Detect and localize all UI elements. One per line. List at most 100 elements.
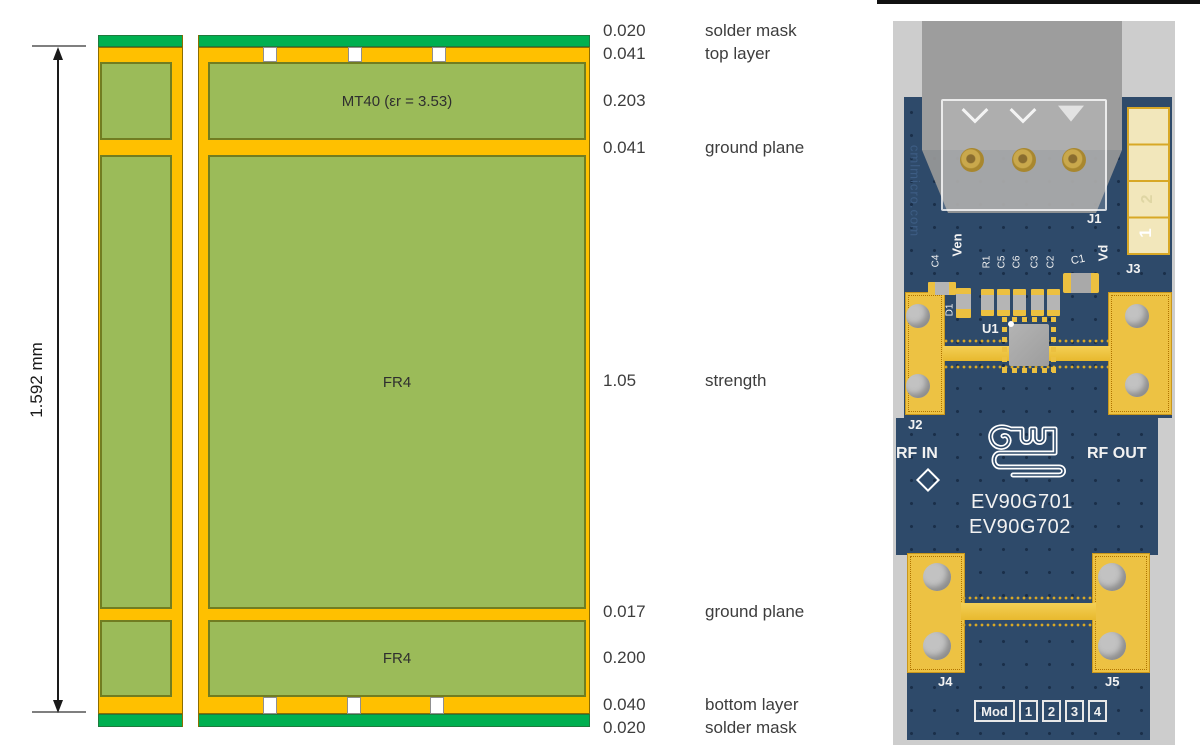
top-copper-gap — [348, 47, 362, 62]
mt40-block: MT40 (εr = 3.53) — [208, 62, 586, 140]
mod-number-box: 4 — [1088, 700, 1107, 722]
rf-in-label: RF IN — [896, 445, 938, 462]
j4-label: J4 — [938, 674, 953, 689]
layer-name: ground plane — [705, 602, 805, 621]
dimension-arrowhead-down — [53, 700, 63, 713]
top-rule — [877, 0, 1200, 4]
c3-label: C3 — [1029, 255, 1041, 269]
mounting-hole — [1098, 563, 1126, 591]
layer-name: ground plane — [705, 138, 805, 157]
mod-number-box: 1 — [1019, 700, 1038, 722]
c4-label: C4 — [930, 254, 942, 268]
mod-legend: Mod 1 2 3 4 — [974, 700, 1107, 722]
chip-pads-right — [1051, 317, 1056, 373]
layer-thickness: 0.040 — [603, 695, 646, 714]
mod-number: 1 — [1024, 703, 1033, 719]
board-photo: cmlmicro.com C4 D1 R1 C5 C6 C3 C2 C — [893, 21, 1175, 745]
mod-number: 2 — [1047, 703, 1056, 719]
pin2-number: 2 — [1139, 194, 1156, 204]
top-copper-gap — [432, 47, 446, 62]
capacitor-c5 — [997, 289, 1010, 316]
pin1-dot — [1008, 321, 1014, 327]
dimension-arrowhead-up — [53, 47, 63, 60]
layer-thickness: 0.017 — [603, 602, 646, 621]
mounting-hole — [1125, 304, 1149, 328]
layer-name: bottom layer — [705, 695, 799, 714]
fr4-bottom-block-left — [100, 620, 172, 697]
mounting-hole — [1125, 373, 1149, 397]
layer-thickness: 0.203 — [603, 91, 646, 110]
header-pads-j3 — [1127, 107, 1170, 255]
mod-number: 4 — [1093, 703, 1102, 719]
via-channel — [182, 35, 199, 727]
stackup-diagram: MT40 (εr = 3.53) FR4 FR4 — [98, 35, 590, 727]
j5-label: J5 — [1105, 674, 1120, 689]
r1-label: R1 — [981, 255, 993, 269]
bottom-copper-gap — [263, 697, 277, 714]
layer-name: top layer — [705, 44, 771, 63]
diode-d1 — [956, 288, 971, 318]
cml-logo-icon — [988, 424, 1066, 478]
capacitor-c1 — [1063, 273, 1099, 293]
layer-thickness: 0.020 — [603, 718, 646, 737]
connector-body — [922, 21, 1122, 150]
solder-mask-bottom-layer — [98, 714, 590, 727]
mod-number: 3 — [1070, 703, 1079, 719]
chip-u1 — [1002, 317, 1056, 373]
layer-name: solder mask — [705, 718, 797, 737]
layer-thickness: 0.041 — [603, 44, 646, 63]
j1-label: J1 — [1087, 211, 1102, 226]
via-fence — [943, 365, 1110, 369]
mounting-hole — [923, 632, 951, 660]
c5-label: C5 — [996, 255, 1008, 269]
ven-label: Ven — [949, 233, 965, 257]
d1-label: D1 — [944, 303, 956, 317]
layer-name: solder mask — [705, 21, 797, 40]
connector-chevron-filled — [1058, 105, 1084, 122]
mt40-label: MT40 (εr = 3.53) — [341, 92, 453, 110]
mt40-block-left — [100, 62, 172, 140]
layer-thickness: 0.020 — [603, 21, 646, 40]
watermark-text: cmlmicro.com — [907, 144, 923, 238]
mounting-hole — [906, 374, 930, 398]
layer-name: strength — [705, 371, 767, 390]
mounting-hole — [923, 563, 951, 591]
capacitor-c2 — [1047, 289, 1060, 316]
bottom-copper-gap — [347, 697, 361, 714]
via-fence — [961, 596, 1096, 600]
via-fence — [961, 623, 1096, 627]
bottom-copper-gap — [430, 697, 444, 714]
vd-label: Vd — [1095, 244, 1111, 262]
through-line-trace — [961, 603, 1096, 620]
layer-thickness: 0.200 — [603, 648, 646, 667]
c6-label: C6 — [1011, 255, 1023, 269]
dimension-label: 1.592 mm — [27, 342, 46, 418]
dimension-cap-top — [32, 45, 86, 47]
resistor-r1 — [981, 289, 994, 316]
chip-pads-bottom — [1002, 368, 1056, 373]
chip-pads-top — [1002, 317, 1056, 322]
pin1-number: 1 — [1136, 228, 1155, 238]
fr4-core-label: FR4 — [382, 373, 412, 391]
j3-label: J3 — [1126, 261, 1141, 276]
mounting-hole — [1098, 632, 1126, 660]
fr4-core-block-left — [100, 155, 172, 609]
capacitor-c4 — [928, 282, 956, 295]
capacitor-c3 — [1031, 289, 1044, 316]
chip-body — [1009, 324, 1049, 366]
dimension-line — [57, 52, 59, 704]
fr4-core-block: FR4 — [208, 155, 586, 609]
u1-label: U1 — [982, 321, 999, 336]
rf-out-label: RF OUT — [1087, 445, 1147, 462]
capacitor-c6 — [1013, 289, 1026, 316]
layer-thickness: 0.041 — [603, 138, 646, 157]
connector-pin — [1012, 148, 1036, 172]
c2-label: C2 — [1045, 255, 1057, 269]
connector-pin — [960, 148, 984, 172]
layer-thickness: 1.05 — [603, 371, 637, 390]
fr4-bottom-label: FR4 — [382, 650, 412, 667]
connector-pin — [1062, 148, 1086, 172]
mod-number-box: 2 — [1042, 700, 1061, 722]
top-copper-gap — [263, 47, 277, 62]
